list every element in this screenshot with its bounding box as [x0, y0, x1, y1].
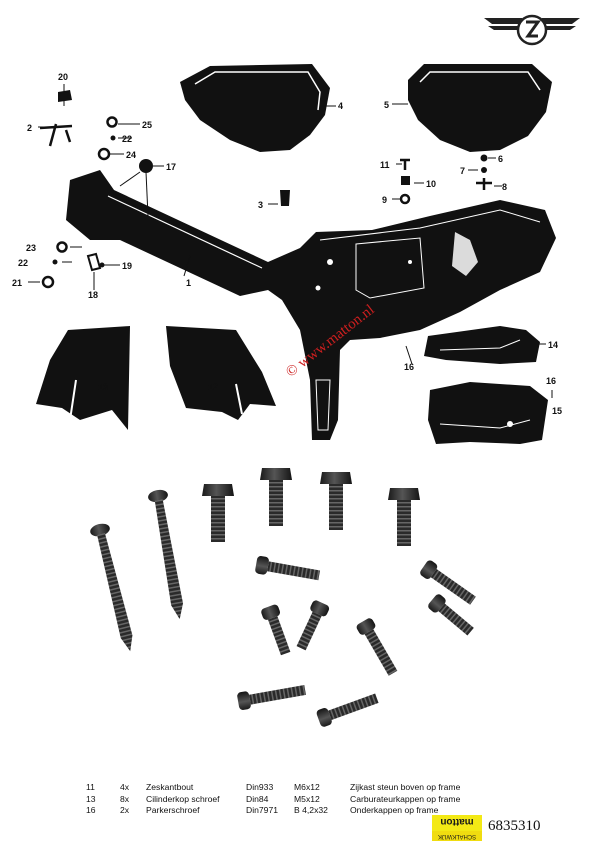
brand-logo: [482, 12, 582, 48]
badge-location: SCHALKWIJK: [432, 831, 482, 841]
fasteners-photo: [0, 460, 604, 750]
parker-screw: [90, 523, 133, 652]
callout-12: 12: [208, 382, 218, 392]
callout-9: 9: [382, 195, 387, 205]
part-size: M6x12: [294, 782, 320, 792]
callout-2: 2: [27, 123, 32, 133]
callout-5: 5: [384, 100, 389, 110]
callout-16: 16: [404, 362, 414, 372]
side-cover-right: [408, 64, 552, 152]
callout-11: 11: [380, 160, 390, 170]
callout-16b: 16: [546, 376, 556, 386]
part-norm: Din933: [246, 782, 274, 792]
part-number: 11: [86, 782, 95, 792]
matton-badge: matton SCHALKWIJK: [432, 815, 482, 841]
catalog-number: 6835310: [488, 818, 541, 834]
callout-10: 10: [426, 179, 436, 189]
carb-cover-right: [166, 326, 276, 420]
hex-bolt: [202, 484, 234, 542]
cheese-head-screw: [428, 594, 474, 636]
callout-14: 14: [548, 340, 558, 350]
callout-7: 7: [460, 166, 465, 176]
cheese-head-screw: [316, 693, 379, 727]
zundapp-wing-logo-icon: [484, 14, 580, 46]
part-use: Zijkast steun boven op frame: [350, 782, 461, 792]
callout-17: 17: [166, 162, 176, 172]
part-description: Parkerschroef: [146, 805, 200, 816]
callout-8: 8: [502, 182, 507, 192]
part-norm: Din84: [246, 793, 269, 804]
callout-25: 25: [142, 120, 152, 130]
part-qty: 8x: [120, 793, 130, 804]
badge-brand: matton: [440, 816, 474, 827]
part-size: M5x12: [294, 793, 320, 804]
callout-1: 1: [186, 278, 191, 288]
carb-cover-left: [36, 326, 130, 430]
screws-image: [90, 468, 476, 727]
hex-bolt: [260, 468, 292, 526]
lower-cover-top: [424, 326, 540, 364]
callout-22: 22: [122, 134, 132, 144]
part-size: B 4,2x32: [294, 805, 328, 816]
callout-4: 4: [338, 101, 343, 111]
callout-19: 19: [122, 261, 132, 271]
callout-21: 21: [12, 278, 22, 288]
callout-18: 18: [88, 290, 98, 300]
cheese-head-screw: [296, 600, 330, 651]
part-norm: Din7971: [246, 805, 279, 816]
callout-13: 13: [98, 382, 108, 392]
part-number: 13: [86, 793, 96, 804]
cheese-head-screw: [261, 604, 291, 656]
part-description: Cilinderkop schroef: [146, 793, 220, 804]
main-frame: [66, 170, 556, 440]
part-qty: 4x: [120, 782, 130, 792]
cheese-head-screw: [356, 618, 398, 676]
callout-3: 3: [258, 200, 263, 210]
part-use: Carburateurkappen op frame: [350, 793, 461, 804]
part-use: Onderkappen op frame: [350, 805, 439, 816]
callout-24: 24: [126, 150, 136, 160]
frame-exploded-diagram: 1 2 3 4 5 6 7 8 9 10 11 12 13 14 15 16 1…: [0, 40, 604, 460]
cheese-head-screw: [420, 560, 476, 605]
side-cover-left: [180, 64, 330, 152]
frame-drawing: 1 2 3 4 5 6 7 8 9 10 11 12 13 14 15 16 1…: [12, 64, 562, 444]
callout-20: 20: [58, 72, 68, 82]
cheese-head-screw: [255, 556, 321, 581]
part-qty: 2x: [120, 805, 130, 816]
hex-bolt: [320, 472, 352, 530]
part-number: 16: [86, 805, 96, 816]
part-description: Zeskantbout: [146, 782, 194, 792]
callout-23: 23: [26, 243, 36, 253]
lower-cover-bottom: [428, 382, 548, 444]
parker-screw: [148, 489, 184, 620]
hex-bolt: [388, 488, 420, 546]
callout-6: 6: [498, 154, 503, 164]
callout-15: 15: [552, 406, 562, 416]
cheese-head-screw: [237, 685, 306, 710]
callout-22b: 22: [18, 258, 28, 268]
